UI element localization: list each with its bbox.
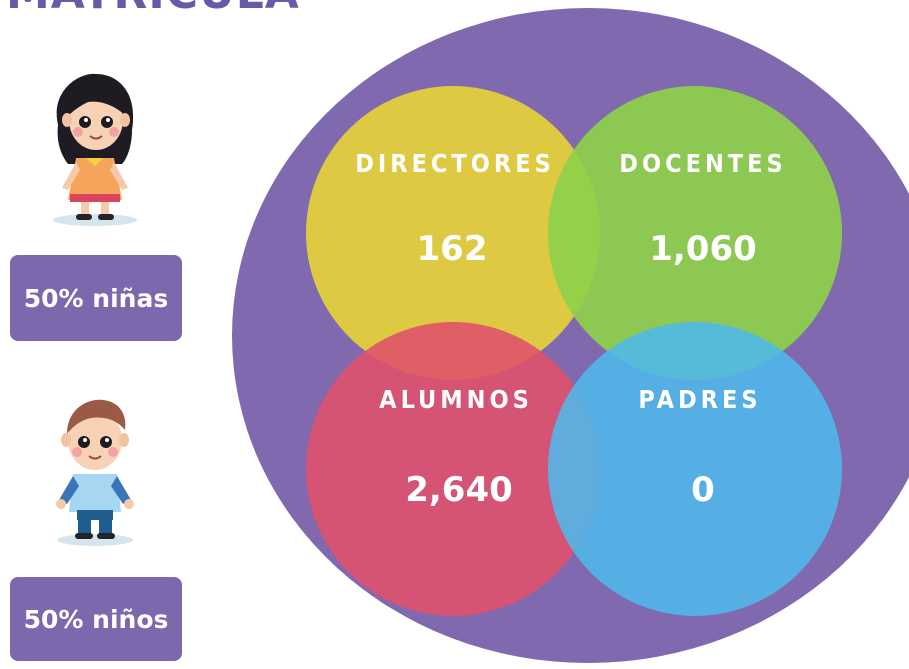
boy-icon xyxy=(56,399,134,546)
set-label-alumnos: ALUMNOS xyxy=(379,385,533,414)
girl-icon xyxy=(53,73,137,226)
boys-percent-badge: 50% niños xyxy=(10,577,182,661)
set-label-padres: PADRES xyxy=(638,385,761,414)
set-count-directores: 162 xyxy=(417,229,488,269)
set-count-docentes: 1,060 xyxy=(649,229,757,269)
page-title: MATRÍCULA xyxy=(6,0,300,19)
set-count-alumnos: 2,640 xyxy=(405,470,513,510)
set-count-padres: 0 xyxy=(691,470,715,510)
venn-circle-directores xyxy=(306,86,600,380)
venn-circle-padres xyxy=(548,322,842,616)
girls-percent-badge: 50% niñas xyxy=(10,255,182,341)
set-label-docentes: DOCENTES xyxy=(619,149,786,178)
set-label-directores: DIRECTORES xyxy=(355,149,555,178)
venn-circle-alumnos xyxy=(306,322,600,616)
venn-circle-docentes xyxy=(548,86,842,380)
